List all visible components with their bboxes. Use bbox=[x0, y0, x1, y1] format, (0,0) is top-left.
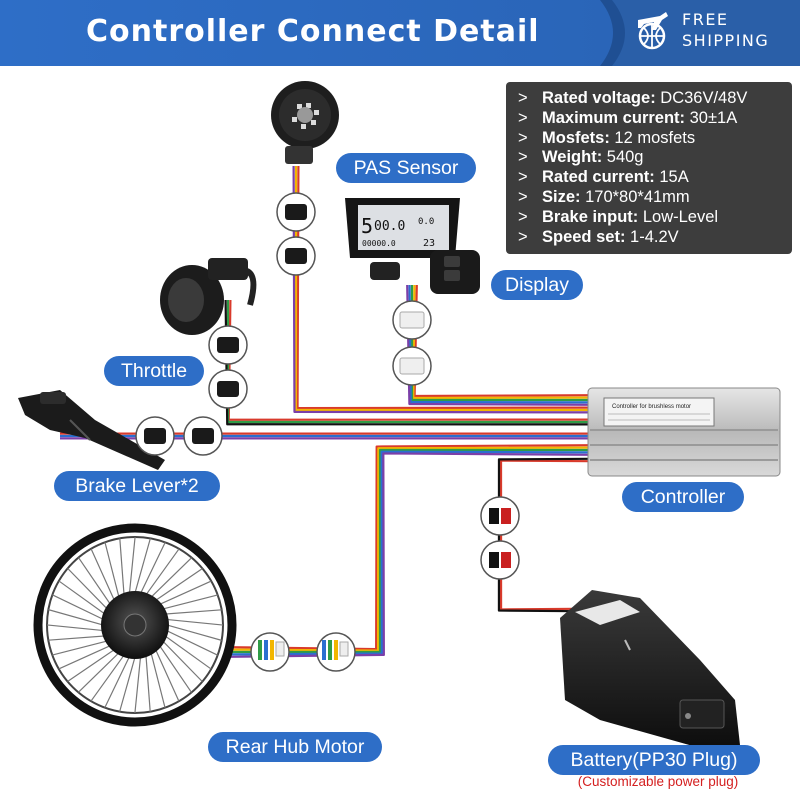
spec-bullet: > bbox=[518, 227, 528, 246]
battery-wire bbox=[497, 457, 591, 613]
spec-row: > Size: 170*80*41mm bbox=[518, 188, 792, 208]
battery-note: (Customizable power plug) bbox=[577, 774, 739, 789]
spec-value: 540g bbox=[602, 148, 644, 167]
battery-device bbox=[560, 590, 740, 748]
pas-sensor-label: PAS Sensor bbox=[336, 153, 476, 183]
display-label: Display bbox=[491, 270, 583, 300]
spec-bullet: > bbox=[518, 108, 528, 127]
battery-wire bbox=[499, 459, 591, 611]
spec-value: 170*80*41mm bbox=[580, 187, 690, 206]
controller-device: Controller for brushless motor bbox=[587, 387, 781, 477]
spec-panel: > Rated voltage: DC36V/48V > Maximum curre… bbox=[506, 82, 792, 254]
throttle-label: Throttle bbox=[104, 356, 204, 386]
spec-value: 12 mosfets bbox=[609, 128, 696, 147]
brake-lever-device bbox=[18, 390, 165, 470]
battery-label: Battery(PP30 Plug) bbox=[548, 745, 760, 775]
display-bottom-right: 23 bbox=[423, 238, 435, 249]
spec-row: > Brake input: Low-Level bbox=[518, 208, 792, 228]
throttle-connector bbox=[208, 325, 248, 409]
spec-value: DC36V/48V bbox=[655, 89, 748, 107]
display-wire bbox=[408, 284, 591, 404]
rear-hub-motor-wheel bbox=[33, 523, 237, 727]
display-odometer: 00000.0 bbox=[362, 239, 396, 248]
spec-bullet: > bbox=[518, 168, 528, 187]
spec-value: 1-4.2V bbox=[625, 227, 679, 246]
free-shipping-line1: FREE bbox=[682, 10, 729, 29]
display-speed-readout: 00.0 bbox=[374, 219, 405, 234]
spec-key: Size: bbox=[542, 187, 581, 206]
motor-wire bbox=[229, 452, 591, 658]
display-connector bbox=[392, 300, 432, 386]
motor-wire bbox=[229, 444, 591, 651]
spec-value: 30±1A bbox=[685, 108, 738, 127]
page-title: Controller Connect Detail bbox=[86, 14, 540, 49]
display-right-readout: 0.0 bbox=[418, 217, 434, 227]
spec-row: > Rated current: 15A bbox=[518, 168, 792, 188]
spec-row: > Speed set: 1-4.2V bbox=[518, 228, 792, 248]
spec-bullet: > bbox=[518, 148, 528, 167]
spec-bullet: > bbox=[518, 128, 528, 147]
spec-key: Rated current: bbox=[542, 168, 655, 187]
spec-bullet: > bbox=[518, 89, 528, 107]
spec-key: Brake input: bbox=[542, 207, 639, 226]
display-level-digit: 5 bbox=[361, 214, 373, 238]
motor-wire bbox=[230, 448, 590, 654]
motor-wire bbox=[229, 446, 591, 652]
pas-connector bbox=[276, 192, 316, 276]
controller-plate-title: Controller for brushless motor bbox=[612, 404, 691, 410]
brake-lever-label: Brake Lever*2 bbox=[54, 471, 220, 501]
throttle-device bbox=[160, 258, 257, 335]
free-shipping-line2: SHIPPING bbox=[682, 31, 770, 50]
spec-value: 15A bbox=[654, 168, 689, 187]
pas-sensor-device bbox=[271, 81, 339, 164]
spec-key: Weight: bbox=[542, 148, 603, 167]
spec-key: Mosfets: bbox=[542, 128, 610, 147]
spec-value: Low-Level bbox=[638, 207, 719, 226]
spec-row: > Mosfets: 12 mosfets bbox=[518, 129, 792, 149]
display-wire bbox=[413, 284, 591, 398]
display-wire bbox=[410, 285, 590, 402]
battery-connector bbox=[480, 496, 520, 580]
controller-label: Controller bbox=[622, 482, 744, 512]
spec-key: Rated voltage: bbox=[542, 89, 656, 107]
free-shipping-text: FREE SHIPPING bbox=[682, 9, 769, 51]
spec-bullet: > bbox=[518, 187, 528, 206]
airplane-globe-icon bbox=[638, 12, 668, 50]
motor-wire bbox=[229, 450, 591, 656]
brake-connector bbox=[135, 416, 223, 456]
spec-bullet: > bbox=[518, 207, 528, 226]
motor-connector bbox=[250, 632, 356, 672]
spec-key: Speed set: bbox=[542, 227, 626, 246]
spec-row: > Weight: 540g bbox=[518, 148, 792, 168]
spec-row: > Maximum current: 30±1A bbox=[518, 109, 792, 129]
spec-key: Maximum current: bbox=[542, 108, 686, 127]
display-device: 5 00.0 0.0 00000.0 23 bbox=[345, 198, 480, 294]
display-wire bbox=[412, 284, 591, 400]
spec-row: > Rated voltage: DC36V/48V bbox=[518, 89, 792, 109]
header-banner: Controller Connect Detail FREE SHIPPING bbox=[0, 0, 800, 66]
rear-hub-motor-label: Rear Hub Motor bbox=[208, 732, 382, 762]
display-wire bbox=[406, 284, 591, 406]
